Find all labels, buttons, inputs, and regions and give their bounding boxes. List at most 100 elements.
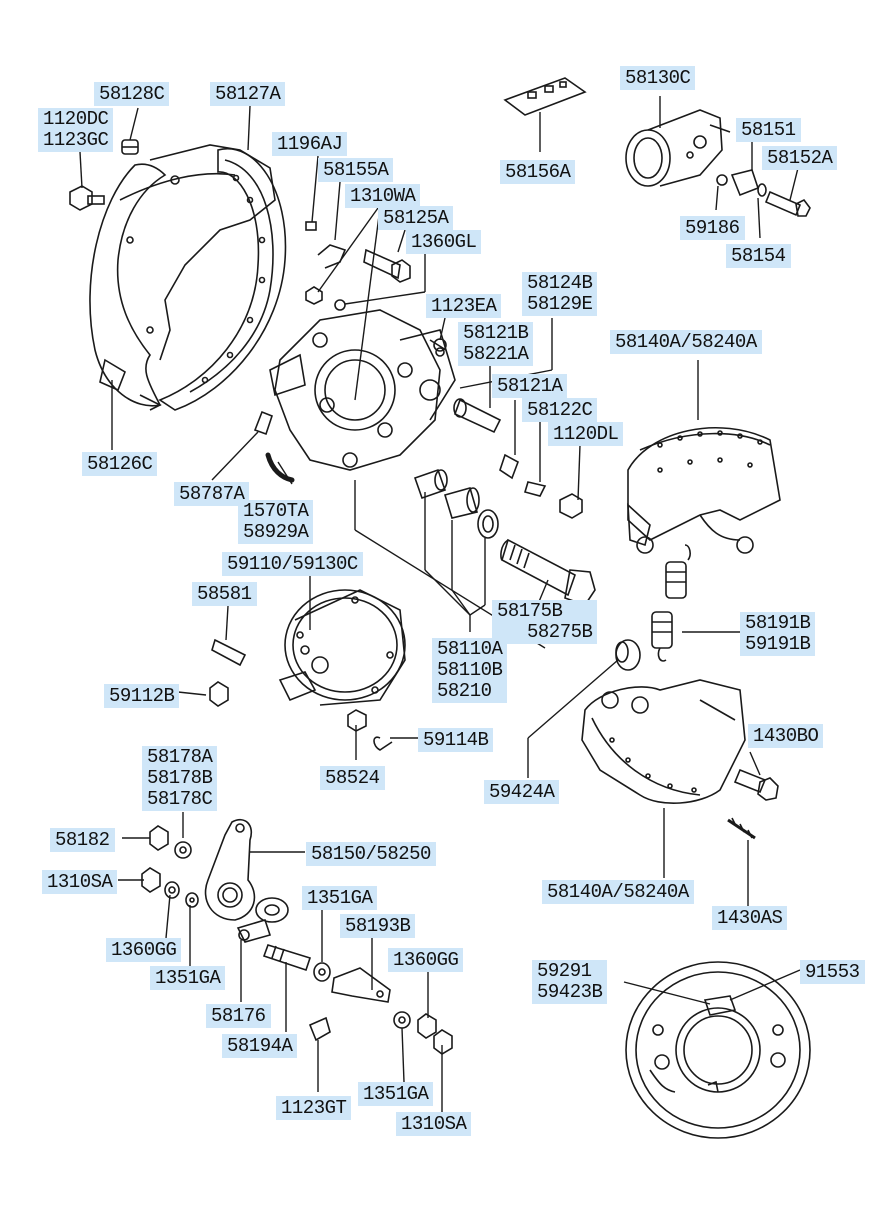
- plate-58156A: [503, 77, 587, 116]
- label-58275B: 58275B: [527, 621, 593, 643]
- wheel-cylinder-58130C: [625, 109, 731, 187]
- label-58122C: 58122C: [522, 398, 598, 422]
- label-1351GA-top: 1351GA: [302, 886, 378, 910]
- label-1310SA-bottom: 1310SA: [396, 1112, 472, 1136]
- label-58175B-58275B: 58175B 58275B: [492, 600, 598, 644]
- label-1360GG-right: 1360GG: [388, 948, 464, 972]
- label-59291-59423B: 59291 59423B: [532, 960, 608, 1004]
- label-59114B: 59114B: [418, 728, 494, 752]
- label-58175B: 58175B: [497, 600, 563, 622]
- springs-58191B: [651, 544, 691, 662]
- label-58191B-59191B: 58191B 59191B: [740, 612, 816, 656]
- label-58221A: 58221A: [463, 343, 529, 365]
- label-58178A-58178B-58178C: 58178A 58178B 58178C: [142, 746, 218, 811]
- label-1310WA: 1310WA: [345, 184, 421, 208]
- bushings-58110: [413, 468, 499, 539]
- shoe-58140A-bottom: [581, 679, 746, 804]
- bolt-1120DC: [69, 185, 105, 211]
- label-1351GA-left: 1351GA: [150, 966, 226, 990]
- label-58121B: 58121B: [463, 322, 529, 344]
- label-1120DC: 1120DC: [43, 108, 109, 130]
- label-1310SA-left: 1310SA: [42, 870, 118, 894]
- label-58140A-58240A-bottom: 58140A/58240A: [542, 880, 694, 904]
- backing-plate-58126C: [89, 144, 276, 411]
- label-58121A: 58121A: [492, 374, 568, 398]
- label-1123GT: 1123GT: [276, 1096, 352, 1120]
- label-1123EA: 1123EA: [426, 294, 502, 318]
- roller-59424A: [615, 639, 641, 671]
- label-58125A: 58125A: [378, 206, 454, 230]
- label-58124B: 58124B: [527, 272, 593, 294]
- anchor-plate-58121: [269, 309, 456, 471]
- label-59110-59130C: 59110/59130C: [222, 552, 363, 576]
- label-58140A-58240A-top: 58140A/58240A: [610, 330, 762, 354]
- label-58182: 58182: [50, 828, 115, 852]
- label-58524: 58524: [320, 766, 385, 790]
- label-1360GG-left: 1360GG: [106, 938, 182, 962]
- label-59291: 59291: [537, 960, 592, 982]
- label-1123GC: 1123GC: [43, 129, 109, 151]
- slack-adjuster-58150: [204, 818, 289, 923]
- hardware-58121A: [499, 453, 583, 519]
- small-hardware-top: [305, 221, 447, 357]
- label-58154: 58154: [726, 244, 791, 268]
- label-58130C: 58130C: [620, 66, 696, 90]
- label-1430AS: 1430AS: [712, 906, 788, 930]
- label-1196AJ: 1196AJ: [272, 132, 348, 156]
- label-58193B: 58193B: [340, 914, 416, 938]
- label-58178C: 58178C: [147, 788, 213, 810]
- label-1120DL: 1120DL: [548, 422, 624, 446]
- pin-58121B: [453, 398, 502, 434]
- label-58127A: 58127A: [210, 82, 286, 106]
- washers-left: [141, 825, 199, 908]
- label-1351GA-bottom: 1351GA: [358, 1082, 434, 1106]
- label-58155A: 58155A: [318, 158, 394, 182]
- label-1430BO: 1430BO: [748, 724, 824, 748]
- label-59423B: 59423B: [537, 981, 603, 1003]
- label-58176: 58176: [206, 1004, 271, 1028]
- label-91553: 91553: [800, 960, 865, 984]
- label-58151: 58151: [736, 118, 801, 142]
- chamber-hardware: [209, 638, 393, 751]
- label-58178A: 58178A: [147, 746, 213, 768]
- label-58110A: 58110A: [437, 638, 503, 660]
- breather-58787A: [253, 410, 295, 483]
- label-58124B-58129E: 58124B 58129E: [522, 272, 598, 316]
- clevis-58176: [236, 919, 331, 1042]
- label-58121B-58221A: 58121B 58221A: [458, 322, 534, 366]
- camshaft-58175B: [500, 538, 596, 606]
- label-58178B: 58178B: [147, 767, 213, 789]
- label-1360GL: 1360GL: [406, 230, 482, 254]
- shoe-58127A: [158, 147, 287, 411]
- label-58787A: 58787A: [174, 482, 250, 506]
- shoe-58140A-top: [627, 427, 781, 554]
- label-58110B: 58110B: [437, 659, 503, 681]
- label-59112B: 59112B: [104, 684, 180, 708]
- label-58191B: 58191B: [745, 612, 811, 634]
- hardware-1430: [727, 768, 779, 840]
- label-58110A-58110B-58210: 58110A 58110B 58210: [432, 638, 508, 703]
- label-58150-58250: 58150/58250: [306, 842, 436, 866]
- bracket-58193B: [313, 962, 453, 1055]
- label-58156A: 58156A: [500, 160, 576, 184]
- label-58194A: 58194A: [222, 1034, 298, 1058]
- label-58128C: 58128C: [94, 82, 170, 106]
- label-59424A: 59424A: [484, 780, 560, 804]
- dust-shield-59291: [625, 961, 811, 1139]
- label-1570TA: 1570TA: [243, 500, 309, 522]
- label-58126C: 58126C: [82, 452, 158, 476]
- label-58152A: 58152A: [762, 146, 838, 170]
- label-59186: 59186: [680, 216, 745, 240]
- label-58129E: 58129E: [527, 293, 593, 315]
- label-1570TA-58929A: 1570TA 58929A: [238, 500, 314, 544]
- brake-chamber-59110: [278, 589, 406, 706]
- label-58929A: 58929A: [243, 521, 309, 543]
- label-58581: 58581: [192, 582, 257, 606]
- label-59191B: 59191B: [745, 633, 811, 655]
- pin-58128C: [121, 139, 139, 155]
- label-1120DC-1123GC: 1120DC 1123GC: [38, 108, 114, 152]
- label-58210: 58210: [437, 680, 492, 702]
- bleeder-hardware-58151: [716, 169, 811, 217]
